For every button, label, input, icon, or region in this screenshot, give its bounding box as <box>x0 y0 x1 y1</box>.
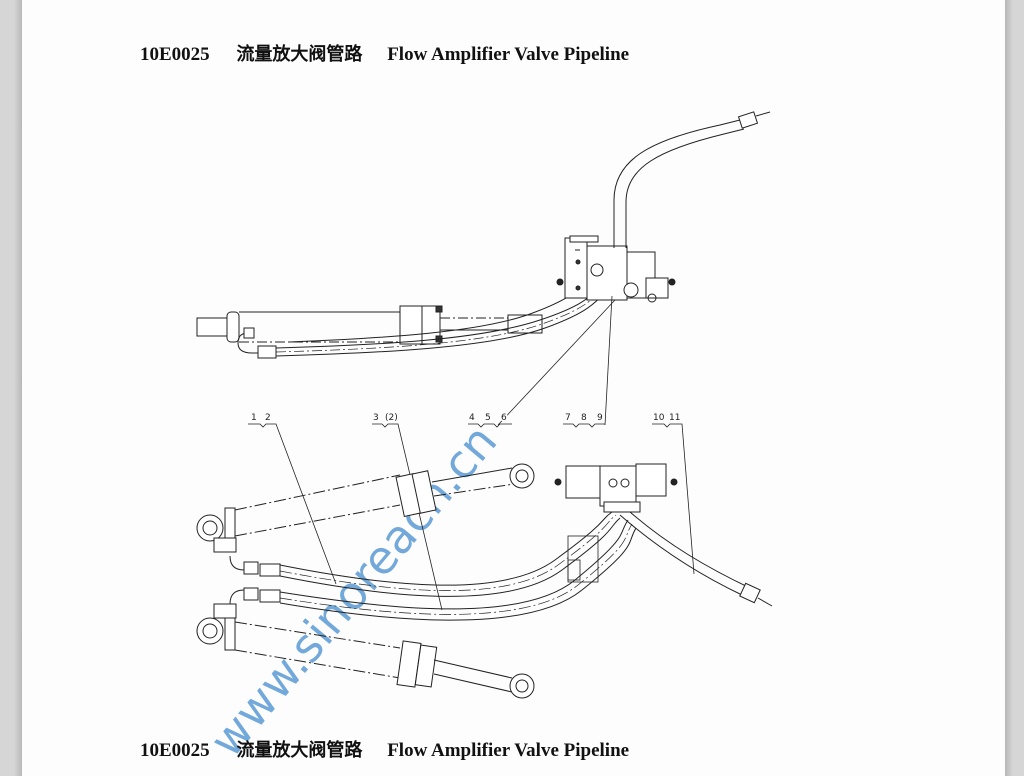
page-shadow-left <box>14 0 22 776</box>
callout-label-10: 10 <box>653 413 665 423</box>
top-upper-hose <box>613 111 771 248</box>
callout-label-4: 4 <box>469 413 475 423</box>
footer-title-en: Flow Amplifier Valve Pipeline <box>387 740 630 761</box>
callout-label-6: 6 <box>501 413 507 423</box>
header-title-cn: 流量放大阀管路 <box>236 44 363 65</box>
callout-label-7: 7 <box>565 413 571 423</box>
callout-label-3: 3 <box>373 413 379 423</box>
page-header: 10E0025 流量放大阀管路 Flow Amplifier Valve Pip… <box>140 40 629 66</box>
callout-label-1: 1 <box>251 413 257 423</box>
footer-title-cn: 流量放大阀管路 <box>236 740 363 761</box>
callout-label-11: 11 <box>669 413 680 423</box>
bottom-view <box>196 463 773 699</box>
document-page: 10E0025 流量放大阀管路 Flow Amplifier Valve Pip… <box>22 0 1005 776</box>
leader-4-5-6 <box>497 299 616 426</box>
pipeline-drawing: www.sinoreach.cn <box>196 111 773 767</box>
callout-labels: 1 2 3 (2) 4 5 6 7 8 9 10 11 <box>250 412 682 425</box>
page-footer: 10E0025 流量放大阀管路 Flow Amplifier Valve Pip… <box>140 736 629 762</box>
header-code: 10E0025 <box>140 44 210 65</box>
upper-cylinder <box>196 463 535 553</box>
footer-code: 10E0025 <box>140 740 210 761</box>
callout-label-9: 9 <box>597 413 603 423</box>
callout-group <box>248 423 695 611</box>
callout-label-2: 2 <box>265 413 271 423</box>
top-view <box>196 111 771 426</box>
callout-label-8: 8 <box>581 413 587 423</box>
page-shadow-right <box>1005 0 1013 776</box>
header-title-en: Flow Amplifier Valve Pipeline <box>387 44 630 65</box>
callout-label-3-ref: (2) <box>385 413 398 423</box>
bottom-hoses <box>229 511 773 621</box>
top-valve-block <box>556 235 676 303</box>
bottom-valve-block <box>554 463 678 513</box>
lower-cylinder <box>196 603 535 699</box>
callout-label-5: 5 <box>485 413 491 423</box>
leader-7-8-9 <box>604 295 613 426</box>
